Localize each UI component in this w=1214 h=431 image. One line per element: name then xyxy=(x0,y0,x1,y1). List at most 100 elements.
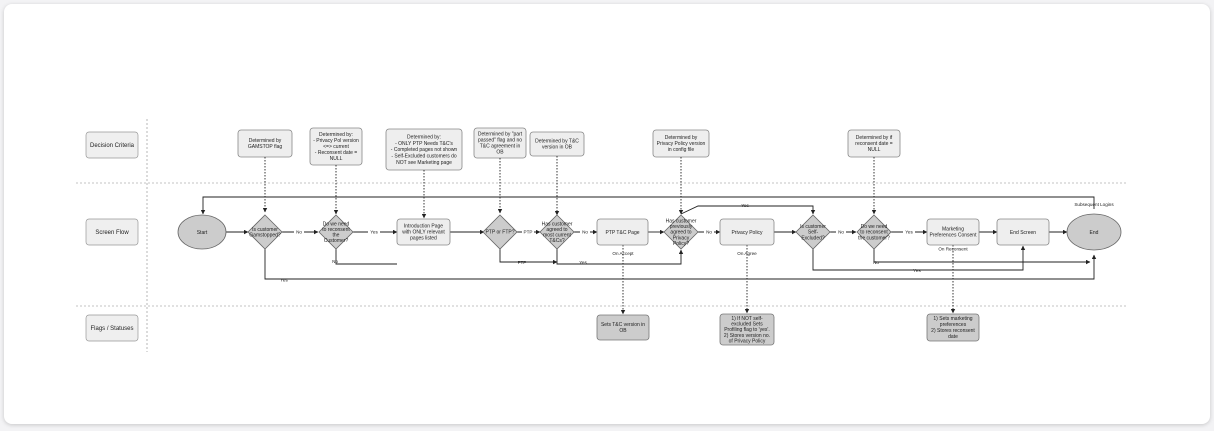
edge-label-privacy-yes: Yes xyxy=(741,203,749,208)
edge-label-gamstop-yes: Yes xyxy=(280,278,288,283)
text-line: Gamstopped? xyxy=(249,233,281,239)
lane-decision-criteria: Decision Criteria xyxy=(85,131,139,159)
edge-label-reconsent1-yes: Yes xyxy=(370,230,378,235)
edge-label-tc-yes: Yes xyxy=(579,260,587,265)
node-end-screen: End Screen xyxy=(996,218,1050,246)
text-line: Has customer xyxy=(666,219,697,225)
text-line: in config file xyxy=(668,147,695,153)
text-line: NOT see Marketing page xyxy=(396,160,452,166)
text-line: to reconsent xyxy=(860,230,888,236)
decision-ptp-ftp: PTP or FTP? xyxy=(482,214,518,250)
text-line: Determined by xyxy=(249,138,282,144)
text-line: Determined by: xyxy=(319,132,353,138)
lane-label-screen: Screen Flow xyxy=(95,230,129,236)
criteria-ptp-tc: Determined by:- ONLY PTP Needs T&C's- Co… xyxy=(385,128,463,171)
text-line: Introduction Page xyxy=(404,224,443,230)
criteria-privacy-version: Determined by:- Privacy Pol version<=> c… xyxy=(309,127,363,166)
text-line: T&Cs? xyxy=(549,238,565,244)
text-line: <=> current xyxy=(323,144,349,150)
lane-label-flags: Flags / Statuses xyxy=(90,326,133,332)
edge-label-self-excluded-yes: Yes xyxy=(913,268,921,273)
edge-label-reconsent2-no: No xyxy=(873,260,879,265)
text-line: 1) Sets marketing xyxy=(933,316,972,322)
text-line: - ONLY PTP Needs T&C's xyxy=(395,141,453,147)
text-line: T&C agreement in xyxy=(480,144,521,150)
node-end-label: End xyxy=(1090,230,1099,236)
text-line: Privacy Policy version xyxy=(657,141,706,147)
text-line: preferences xyxy=(940,322,967,328)
text-line: - Reconsent date = xyxy=(315,150,357,156)
text-line: Marketing xyxy=(942,227,964,233)
edge-label-ftp: FTP xyxy=(518,260,527,265)
text-line: passed" flag and no xyxy=(478,138,522,144)
text-line: Preferences Consent xyxy=(930,233,978,239)
text-line: most current xyxy=(543,233,571,239)
text-line: 1) If NOT self- xyxy=(731,316,763,322)
text-line: Determined by if xyxy=(856,135,893,141)
edge-label-gamstop-no: No xyxy=(296,230,302,235)
text-line: to reconsent xyxy=(322,227,350,233)
text-line: PTP or FTP? xyxy=(485,230,514,236)
text-line: Determined by "part xyxy=(478,132,523,138)
node-privacy-policy-label: Privacy Policy xyxy=(731,230,763,236)
edge-label-subsequent-logins: Subsequent Logins xyxy=(1074,202,1114,207)
text-line: OB xyxy=(496,150,504,156)
edge-label-privacy-no: No xyxy=(706,230,712,235)
text-line: - Completed pages not shown xyxy=(391,147,458,153)
lane-screen-flow: Screen Flow xyxy=(85,218,139,246)
text-line: - Privacy Pol version xyxy=(313,138,359,144)
text-line: Determined by: xyxy=(407,134,441,140)
text-line: previously xyxy=(670,224,693,230)
text-line: OB xyxy=(619,328,627,334)
text-line: pages listed xyxy=(410,236,437,242)
edge-label-on-agree: On Agree xyxy=(737,251,757,256)
node-ptp-tc-page: PTP T&C Page xyxy=(596,218,649,246)
text-line: NULL xyxy=(330,156,343,162)
text-line: Do we need xyxy=(323,221,350,227)
text-line: excluded Sets xyxy=(731,322,763,328)
text-line: Do we need xyxy=(861,224,888,230)
text-line: version in OB xyxy=(542,145,573,151)
decision-ptp-ftp-text: PTP or FTP? xyxy=(485,230,514,236)
text-line: Excluded? xyxy=(801,235,825,241)
node-start: Start xyxy=(177,214,227,250)
text-line: Self- xyxy=(808,230,819,236)
node-end-screen-label: End Screen xyxy=(1010,230,1036,236)
node-start-label: Start xyxy=(197,230,208,236)
edge-label-ptp: PTP xyxy=(524,230,533,235)
text-line: GAMSTOP flag xyxy=(248,144,282,150)
text-line: Determined by T&C xyxy=(535,139,579,145)
text-line: Has customer xyxy=(542,221,573,227)
criteria-ptp-tc-text: Determined by:- ONLY PTP Needs T&C's- Co… xyxy=(391,134,458,166)
text-line: Policy? xyxy=(673,241,689,247)
text-line: of Privacy Policy xyxy=(729,338,766,344)
text-line: the customer? xyxy=(858,235,890,241)
edge-label-reconsent2-yes: Yes xyxy=(905,230,913,235)
text-line: with ONLY relevant xyxy=(402,230,445,236)
